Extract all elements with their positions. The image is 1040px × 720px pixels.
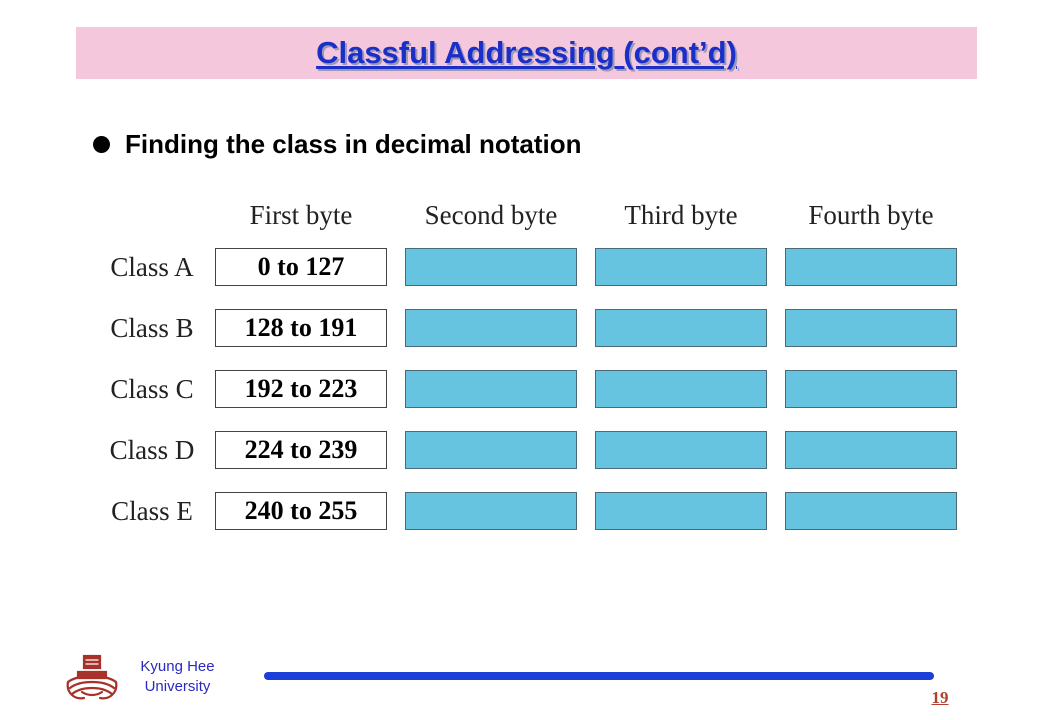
header-fourth-byte: Fourth byte	[808, 200, 934, 230]
row-label-class-d: Class D	[109, 435, 195, 465]
bullet-dot-icon	[93, 135, 110, 153]
byte-box	[785, 370, 957, 408]
row-label-class-a: Class A	[110, 252, 194, 282]
byte-box	[405, 431, 577, 469]
header-first-byte: First byte	[249, 200, 353, 230]
row-label-class-b: Class B	[110, 313, 194, 343]
university-name-line1: Kyung Hee	[140, 658, 215, 675]
first-byte-class-c: 192 to 223	[215, 370, 387, 408]
byte-box	[785, 431, 957, 469]
bullet-text: Finding the class in decimal notation	[125, 128, 582, 159]
title-bar: Classful Addressing (cont’d)	[76, 27, 977, 79]
first-byte-class-b: 128 to 191	[215, 309, 387, 347]
header-second-byte: Second byte	[424, 200, 558, 230]
byte-box	[785, 248, 957, 286]
byte-box	[405, 248, 577, 286]
byte-box	[405, 492, 577, 530]
byte-box	[405, 309, 577, 347]
university-name: Kyung Hee University	[120, 657, 235, 697]
byte-box	[595, 248, 767, 286]
university-seal-icon	[64, 652, 120, 704]
first-byte-class-a: 0 to 127	[215, 248, 387, 286]
byte-box	[405, 370, 577, 408]
row-label-class-e: Class E	[111, 496, 193, 526]
byte-box	[785, 309, 957, 347]
row-label-class-c: Class C	[110, 374, 194, 404]
page-number: 19	[931, 688, 949, 707]
bullet-item: Finding the class in decimal notation	[93, 127, 582, 161]
byte-box	[595, 431, 767, 469]
footer-divider	[264, 672, 934, 680]
university-name-line2: University	[144, 678, 211, 695]
first-byte-class-e: 240 to 255	[215, 492, 387, 530]
first-byte-class-d: 224 to 239	[215, 431, 387, 469]
header-third-byte: Third byte	[624, 200, 738, 230]
slide-title: Classful Addressing (cont’d)	[316, 35, 737, 70]
byte-box	[595, 309, 767, 347]
byte-box	[785, 492, 957, 530]
byte-box	[595, 370, 767, 408]
byte-box	[595, 492, 767, 530]
